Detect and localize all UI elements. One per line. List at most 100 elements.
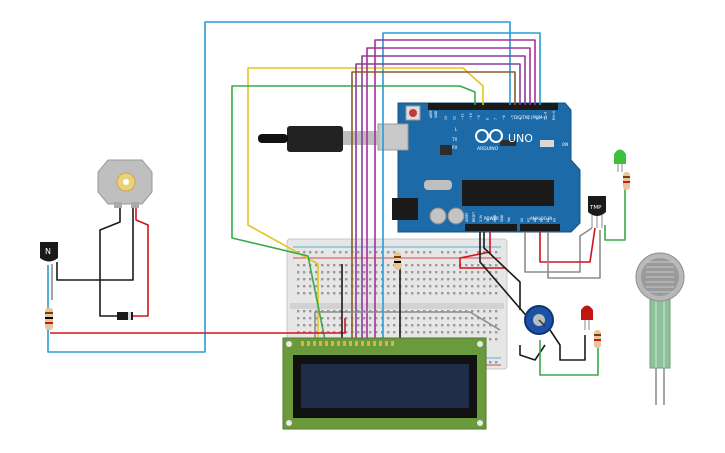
- breadboard-hole: [429, 331, 432, 334]
- breadboard-hole: [339, 324, 342, 327]
- wire-gray: [547, 230, 601, 279]
- temperature-sensor[interactable]: TMP: [588, 196, 606, 228]
- breadboard-hole: [327, 264, 330, 267]
- breadboard-hole: [375, 264, 378, 267]
- breadboard-hole: [495, 324, 498, 327]
- breadboard-hole: [297, 292, 300, 295]
- breadboard-rail-hole: [423, 251, 426, 254]
- breadboard-hole: [441, 324, 444, 327]
- breadboard-hole: [327, 285, 330, 288]
- breadboard-hole: [465, 324, 468, 327]
- analog-header: [520, 224, 560, 231]
- breadboard-hole: [429, 292, 432, 295]
- breadboard-hole: [441, 264, 444, 267]
- lcd-pin: [379, 341, 382, 346]
- breadboard-hole: [489, 317, 492, 320]
- breadboard-rail-hole: [387, 251, 390, 254]
- breadboard-hole: [309, 324, 312, 327]
- breadboard-rail-hole: [309, 251, 312, 254]
- breadboard-hole: [387, 292, 390, 295]
- breadboard-rail-hole: [411, 251, 414, 254]
- breadboard-hole: [327, 271, 330, 274]
- breadboard-hole: [393, 331, 396, 334]
- breadboard-hole: [411, 285, 414, 288]
- breadboard-hole: [363, 285, 366, 288]
- breadboard-hole: [483, 317, 486, 320]
- breadboard-hole: [333, 264, 336, 267]
- diode: [117, 312, 133, 320]
- capacitor: [447, 207, 465, 225]
- breadboard-hole: [387, 331, 390, 334]
- wire-red: [539, 227, 596, 263]
- power-pin-label: GND: [493, 214, 497, 222]
- breadboard-hole: [441, 331, 444, 334]
- breadboard-hole: [489, 310, 492, 313]
- breadboard-hole: [369, 317, 372, 320]
- breadboard-hole: [411, 331, 414, 334]
- breadboard-hole: [483, 285, 486, 288]
- npn-transistor[interactable]: N: [40, 242, 58, 262]
- breadboard-hole: [417, 292, 420, 295]
- lcd-screen: [301, 364, 469, 408]
- breadboard-rail-hole: [429, 251, 432, 254]
- breadboard-hole: [411, 278, 414, 281]
- breadboard-hole: [489, 292, 492, 295]
- power-header: [465, 224, 517, 231]
- breadboard-rail-hole: [339, 251, 342, 254]
- lcd-display[interactable]: [282, 337, 487, 430]
- breadboard-hole: [405, 331, 408, 334]
- wire-green: [604, 180, 626, 241]
- breadboard-hole: [435, 324, 438, 327]
- arduino-uno[interactable]: ARDUINO UNO DIGITAL (PWM~) POWER ANALOG …: [377, 102, 581, 233]
- breadboard-hole: [453, 264, 456, 267]
- breadboard-hole: [417, 285, 420, 288]
- breadboard-hole: [483, 324, 486, 327]
- power-pin-label: 3.3V: [479, 214, 483, 222]
- lcd-pin: [301, 341, 304, 346]
- breadboard-hole: [495, 317, 498, 320]
- breadboard-hole: [303, 324, 306, 327]
- breadboard-hole: [375, 271, 378, 274]
- lcd-pin: [331, 341, 334, 346]
- breadboard-hole: [477, 324, 480, 327]
- breadboard-hole: [315, 285, 318, 288]
- breadboard-rail-hole: [315, 251, 318, 254]
- breadboard-hole: [447, 278, 450, 281]
- lcd-pin: [355, 341, 358, 346]
- breadboard-hole: [423, 331, 426, 334]
- breadboard-hole: [363, 292, 366, 295]
- breadboard-hole: [387, 324, 390, 327]
- breadboard-hole: [459, 271, 462, 274]
- wire-brown: [351, 71, 516, 340]
- breadboard-hole: [357, 324, 360, 327]
- digital-pin-label: ~10: [469, 113, 473, 120]
- force-sensor[interactable]: [635, 252, 685, 405]
- analog-pin-label: A2: [533, 218, 537, 222]
- potentiometer[interactable]: [524, 305, 554, 335]
- digital-label: DIGITAL (PWM~): [514, 115, 548, 120]
- breadboard-hole: [297, 324, 300, 327]
- breadboard-rail-hole: [357, 251, 360, 254]
- digital-pin-label: ~3: [527, 115, 531, 120]
- breadboard-hole: [321, 285, 324, 288]
- breadboard-hole: [357, 292, 360, 295]
- breadboard-hole: [471, 271, 474, 274]
- capacitor: [429, 207, 447, 225]
- breadboard-hole: [303, 264, 306, 267]
- breadboard-hole: [375, 292, 378, 295]
- breadboard-hole: [363, 331, 366, 334]
- breadboard-hole: [393, 317, 396, 320]
- resistor-green-led: [623, 172, 630, 190]
- breadboard-hole: [453, 292, 456, 295]
- green-led[interactable]: [614, 149, 626, 173]
- red-led[interactable]: [581, 305, 593, 331]
- dc-motor[interactable]: [97, 159, 153, 208]
- wire-red: [132, 205, 149, 317]
- breadboard-hole: [441, 292, 444, 295]
- breadboard-hole: [321, 292, 324, 295]
- breadboard-hole: [459, 278, 462, 281]
- breadboard-hole: [453, 331, 456, 334]
- breadboard-hole: [333, 271, 336, 274]
- breadboard-hole: [369, 285, 372, 288]
- lcd-pin: [391, 341, 394, 346]
